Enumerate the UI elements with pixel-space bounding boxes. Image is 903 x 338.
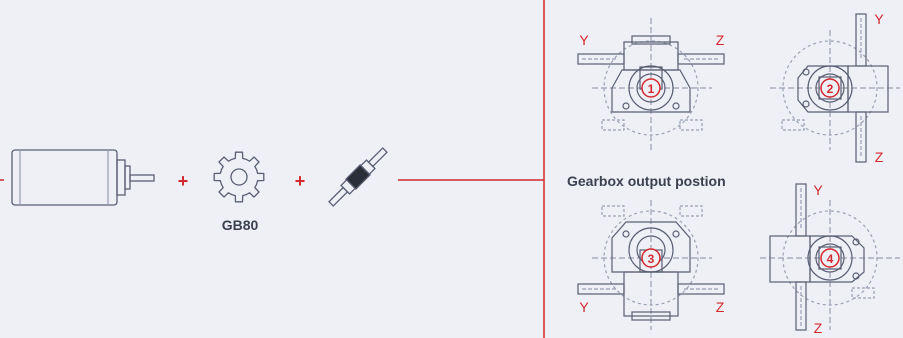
plus-sign-2: +	[295, 171, 306, 191]
position-3-number: 3	[648, 252, 655, 266]
position-1-y-label: Y	[579, 32, 589, 48]
gear-icon	[213, 151, 265, 203]
position-1-number: 1	[648, 82, 655, 96]
position-2-z-label: Z	[875, 149, 884, 165]
position-4-z-label: Z	[814, 320, 823, 336]
position-4-y-label: Y	[813, 182, 823, 198]
position-3-badge	[641, 248, 661, 268]
gearbox-position-1	[577, 18, 725, 150]
plus-sign-1: +	[178, 171, 189, 191]
motor-icon	[11, 149, 155, 206]
position-2-y-label: Y	[874, 11, 884, 27]
gearbox-position-2	[770, 13, 900, 163]
position-3-y-label: Y	[579, 299, 589, 315]
gear-label: GB80	[222, 217, 259, 233]
position-2-number: 2	[827, 82, 834, 96]
position-4-badge	[820, 248, 840, 268]
position-2-badge	[820, 78, 840, 98]
position-1-badge	[641, 78, 661, 98]
gearbox-caption: Gearbox output postion	[567, 173, 726, 189]
position-1-z-label: Z	[716, 32, 725, 48]
position-3-z-label: Z	[716, 299, 725, 315]
coupling-shaft-icon	[328, 147, 388, 207]
position-4-number: 4	[827, 252, 834, 266]
